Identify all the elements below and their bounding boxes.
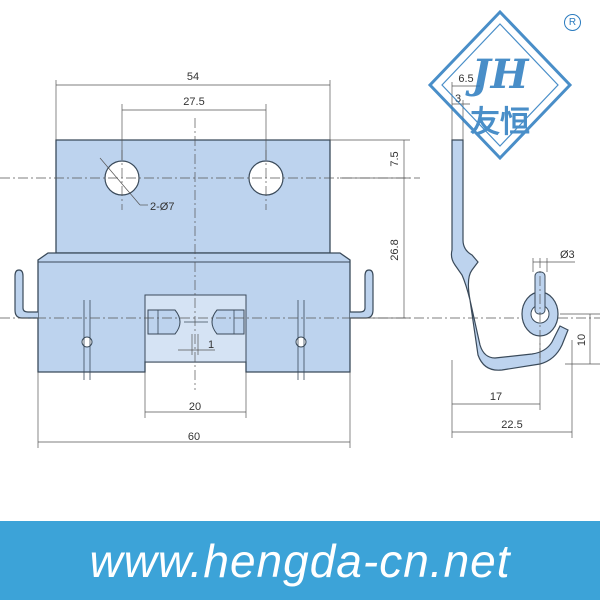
dim-pin-10: 10 [576,334,588,346]
dim-pin-diameter: Ø3 [560,249,575,261]
knuckle-pair [147,309,245,335]
upper-leaf-plate [55,139,331,254]
logo-letters: JH [465,51,530,98]
dim-gap-1: 1 [208,339,214,351]
dim-side-22-5: 22.5 [501,419,522,431]
dim-side-17: 17 [490,391,502,403]
website-url[interactable]: www.hengda-cn.net [89,534,511,587]
logo-chinese: 友恒 [470,105,530,140]
dim-hole-callout: 2-Ø7 [150,201,174,213]
side-view [450,139,569,371]
left-hook [14,269,38,319]
right-hook [350,269,374,319]
dim-hole-spacing: 27.5 [183,96,204,108]
brand-logo: JH 友恒 [427,9,573,161]
front-view [0,118,600,390]
dim-knuckle-20: 20 [189,401,201,413]
dim-overall-60: 60 [188,431,200,443]
hinge-technical-drawing: 54 27.5 7.5 26.8 2-Ø7 1 20 60 6.5 3 Ø3 1… [0,9,600,448]
footer-banner: www.hengda-cn.net [0,521,600,600]
registered-mark: R [564,14,581,31]
dim-height-26-8: 26.8 [389,239,401,260]
dim-side-6-5: 6.5 [458,73,473,85]
dim-top-offset: 7.5 [389,151,401,166]
dim-side-3: 3 [455,93,461,105]
front-dimension-lines [37,80,410,448]
side-profile [450,139,569,371]
dim-width-54: 54 [187,71,199,83]
